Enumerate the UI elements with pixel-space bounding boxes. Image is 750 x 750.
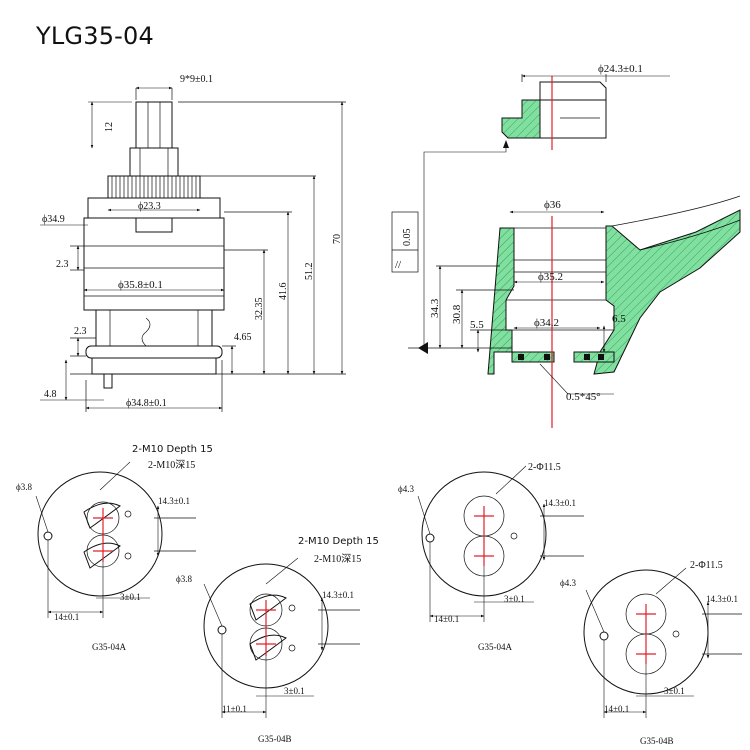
- bottom-view-3: ϕ4.3 2-Φ11.5 14.3±0.1 3±0.1 14±0.1 G35-0…: [398, 462, 584, 652]
- stem-spline: [135, 101, 173, 149]
- dim-4-8: 4.8: [44, 389, 57, 400]
- housing-wall-right: [593, 209, 741, 375]
- dim-2-3-lower: 2.3: [74, 326, 87, 337]
- hole-spec-en-2: 2-M10 Depth 15: [298, 536, 379, 547]
- drawing-title: YLG35-04: [36, 22, 154, 50]
- dim-3-4: 3±0.1: [664, 686, 685, 696]
- bore-35-2: ϕ35.2: [538, 271, 563, 283]
- stem-length-label: 12: [104, 122, 115, 132]
- bottom-view-4: ϕ4.3 2-Φ11.5 14.3±0.1 3±0.1 14±0.1 G35-0…: [560, 560, 742, 746]
- base-dia-label: ϕ34.8±0.1: [126, 398, 167, 409]
- cap-top-dia: ϕ24.3±0.1: [598, 63, 643, 75]
- housing-wall-left: [487, 227, 515, 375]
- chamfer-label: 0.5*45°: [566, 391, 601, 403]
- hole-spec-cn-1: 2-M10深15: [148, 459, 195, 471]
- parallel-symbol: //: [395, 259, 402, 271]
- o-ring: [85, 345, 223, 359]
- dim-32-35: 32.35: [254, 298, 265, 321]
- dim-4-65: 4.65: [234, 332, 252, 343]
- seat-left: [511, 351, 555, 363]
- dim-2-3-upper: 2.3: [56, 259, 69, 270]
- dim-14-3-4: 14.3±0.1: [706, 594, 738, 604]
- pin-dia-2: ϕ3.8: [176, 574, 192, 584]
- knurled-cap: [107, 175, 201, 199]
- dim-3-2: 3±0.1: [284, 686, 305, 696]
- dim-51-2: 51.2: [304, 263, 315, 281]
- parallel-tolerance: 0.05: [402, 229, 413, 247]
- seat-right: [573, 351, 615, 363]
- side-view: 9*9±0.1 12 ϕ23.3 ϕ34.9 ϕ35.8±0.1 ϕ34.8±0…: [40, 74, 346, 412]
- cap-section-hatch: [501, 99, 541, 139]
- locating-pin: [103, 373, 113, 389]
- pin-dia-1: ϕ3.8: [16, 482, 32, 492]
- top-dia-label: ϕ34.9: [42, 214, 65, 225]
- cap-dia-label: ϕ23.3: [138, 201, 161, 212]
- dim-14-3-3: 14.3±0.1: [544, 498, 576, 508]
- view-label-4: G35-04B: [640, 736, 674, 746]
- dim-14-3-2: 14.3±0.1: [322, 590, 354, 600]
- height-30-8: 30.8: [451, 304, 463, 324]
- bore-34-2: ϕ34.2: [534, 317, 559, 329]
- view-label-1: G35-04A: [92, 642, 126, 652]
- dim-70: 70: [332, 234, 343, 244]
- hole-spec-cn-2: 2-M10深15: [314, 553, 361, 565]
- height-34-3: 34.3: [429, 298, 441, 318]
- dim-41-6: 41.6: [278, 283, 289, 301]
- lower-body: [95, 309, 213, 347]
- hole-spec-4: 2-Φ11.5: [690, 560, 723, 571]
- dim-5-5: 5.5: [470, 319, 484, 331]
- pin-dia-4: ϕ4.3: [560, 578, 576, 588]
- dim-offset-3: 14±0.1: [434, 614, 459, 624]
- stem-neck: [129, 147, 179, 177]
- view-label-2: G35-04B: [258, 734, 292, 744]
- pin-dia-3: ϕ4.3: [398, 484, 414, 494]
- spline-label: 9*9±0.1: [180, 74, 213, 85]
- base-seat: [91, 357, 217, 375]
- dim-6-5: 6.5: [612, 313, 626, 325]
- dim-14-3-1: 14.3±0.1: [158, 496, 190, 506]
- dim-offset-1: 14±0.1: [54, 612, 79, 622]
- bore-36: ϕ36: [544, 199, 561, 211]
- dim-3-1: 3±0.1: [120, 592, 141, 602]
- bottom-view-2: ϕ3.8 2-M10 Depth 15 2-M10深15 14.3±0.1 3±…: [176, 536, 379, 744]
- hole-spec-3: 2-Φ11.5: [528, 462, 561, 473]
- view-label-3: G35-04A: [478, 642, 512, 652]
- dim-offset-2: 11±0.1: [222, 704, 247, 714]
- hole-spec-en-1: 2-M10 Depth 15: [132, 444, 213, 455]
- bottom-view-1: ϕ3.8 2-M10 Depth 15 2-M10深15 14.3±0.1 3±…: [16, 444, 213, 652]
- dim-offset-4: 14±0.1: [604, 704, 629, 714]
- section-view: ϕ24.3±0.1 // 0.05: [391, 63, 741, 428]
- dim-3-3: 3±0.1: [504, 594, 525, 604]
- body-dia-label: ϕ35.8±0.1: [118, 279, 163, 291]
